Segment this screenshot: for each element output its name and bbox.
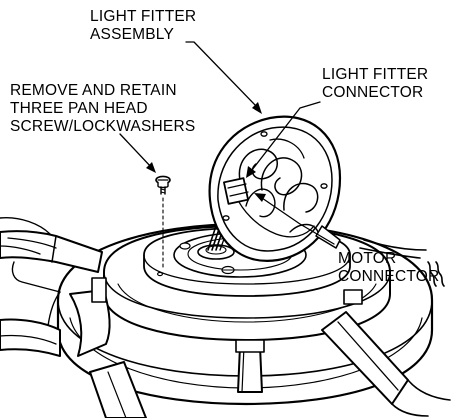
label-motor-connector: MOTOR CONNECTOR xyxy=(338,250,439,286)
label-light-fitter-connector-line-1: LIGHT FITTER xyxy=(322,66,429,83)
label-light-fitter-assembly-line-1: LIGHT FITTER xyxy=(90,8,197,25)
pan-head-screw-icon xyxy=(155,175,171,271)
label-motor-connector-line-2: CONNECTOR xyxy=(338,268,440,285)
label-light-fitter-assembly: LIGHT FITTER ASSEMBLY xyxy=(90,8,196,44)
light-fitter-assembly xyxy=(208,115,342,262)
blade-brackets xyxy=(0,217,451,418)
label-motor-connector-line-1: MOTOR xyxy=(338,250,397,267)
label-light-fitter-assembly-line-2: ASSEMBLY xyxy=(90,26,175,43)
leader-lines xyxy=(119,41,335,245)
label-remove-and-retain: REMOVE AND RETAIN THREE PAN HEAD SCREW/L… xyxy=(10,82,195,136)
label-light-fitter-connector-line-2: CONNECTOR xyxy=(322,84,424,101)
label-remove-and-retain-line-3: SCREW/LOCKWASHERS xyxy=(10,118,196,135)
label-remove-and-retain-line-1: REMOVE AND RETAIN xyxy=(10,82,177,99)
label-light-fitter-connector: LIGHT FITTER CONNECTOR xyxy=(322,66,428,102)
label-remove-and-retain-line-2: THREE PAN HEAD xyxy=(10,100,148,117)
